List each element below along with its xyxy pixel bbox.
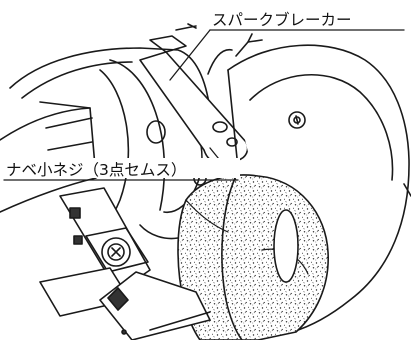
grinding-wheel [177,174,329,341]
callout-spark-breaker: スパークブレーカー [212,10,352,29]
grinder-base [39,187,211,341]
wheel-guard [227,33,411,333]
callout-leaders [3,29,405,181]
callout-pan-head-screw: ナベ小ネジ（3点セムス） [6,161,186,179]
spark-breaker-leader [169,29,211,81]
